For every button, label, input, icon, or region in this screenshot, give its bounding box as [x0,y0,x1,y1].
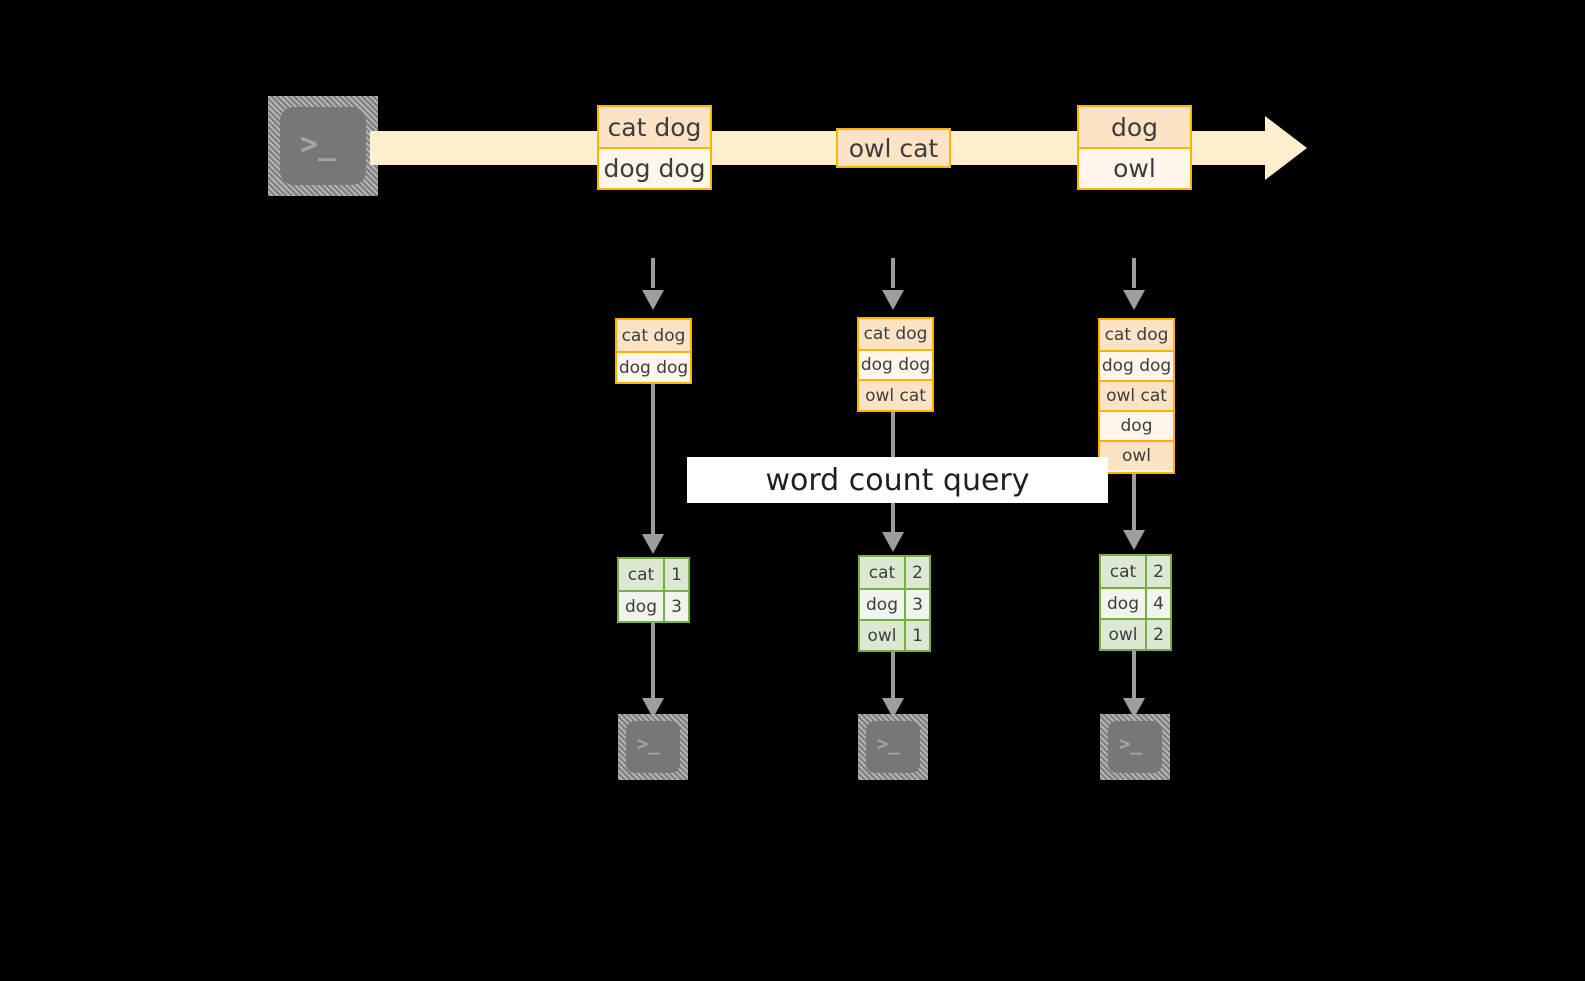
stream-event-1-line-2: dog dog [599,147,710,188]
column-3-input-line-3: owl cat [1100,380,1173,410]
column-1-result-word-1: cat [627,564,655,585]
column-1-query-arrowhead [642,534,664,554]
table-row: cat 2 [1101,556,1170,587]
column-1-result-count-2: 3 [663,592,688,621]
column-3-result-count-1: 2 [1145,556,1170,587]
stream-arrowhead [1265,116,1307,180]
stream-band-segment-2 [706,131,838,165]
column-3-feed-arrowhead [1123,290,1145,310]
terminal-body [626,721,680,773]
column-2-input-line-1: cat dog [859,319,932,349]
column-3-result-word-3: owl [1108,624,1138,645]
terminal-prompt-glyph: >_ [877,733,900,755]
column-1-result-table: cat 1 dog 3 [617,557,690,623]
column-2-result-count-3: 1 [904,621,929,650]
stream-band-segment-1 [370,131,602,165]
column-3-input-line-4: dog [1100,410,1173,440]
stream-event-1-line-1: cat dog [599,107,710,147]
column-1-result-count-1: 1 [663,559,688,590]
column-2-result-table: cat 2 dog 3 owl 1 [858,555,931,652]
terminal-body [1108,721,1162,773]
column-2-sink-line [891,652,895,698]
column-2-input-box: cat dog dog dog owl cat [857,317,934,412]
terminal-body [280,107,366,185]
terminal-prompt-glyph: >_ [300,127,337,162]
column-1-sink-arrowhead [642,698,664,718]
terminal-prompt-glyph: >_ [1119,733,1142,755]
word-count-query-banner: word count query [687,457,1108,503]
column-3-query-line [1132,474,1136,530]
column-3-feed-dash [1132,258,1136,288]
column-2-result-word-1: cat [868,562,896,583]
column-1-sink-terminal-icon: >_ [618,714,688,780]
column-2-feed-dash [891,258,895,288]
column-2-result-count-1: 2 [904,557,929,588]
stream-event-2: owl cat [836,128,951,168]
column-2-feed-arrowhead [882,290,904,310]
terminal-prompt-glyph: >_ [637,733,660,755]
table-row: dog 4 [1101,587,1170,618]
stream-source-terminal-icon: >_ [268,96,378,196]
column-2-sink-arrowhead [882,698,904,718]
column-2-input-line-3: owl cat [859,379,932,410]
stream-event-2-line-1: owl cat [838,130,949,166]
table-row: cat 2 [860,557,929,588]
column-3-sink-line [1132,651,1136,698]
column-1-feed-arrowhead [642,290,664,310]
column-1-sink-line [651,623,655,698]
column-1-query-line [651,384,655,534]
column-2-sink-terminal-icon: >_ [858,714,928,780]
column-2-result-word-3: owl [867,625,897,646]
column-3-result-count-3: 2 [1145,620,1170,649]
column-3-input-box: cat dog dog dog owl cat dog owl [1098,318,1175,474]
column-3-input-line-5: owl [1100,440,1173,470]
column-1-feed-dash [651,258,655,288]
column-3-query-arrowhead [1123,530,1145,550]
column-1-input-box: cat dog dog dog [615,318,692,384]
table-row: dog 3 [860,588,929,619]
column-2-query-arrowhead [882,532,904,552]
stream-band-segment-3 [950,131,1078,165]
table-row: owl 1 [860,619,929,650]
table-row: owl 2 [1101,618,1170,649]
stream-event-1: cat dog dog dog [597,105,712,190]
column-2-result-word-2: dog [866,594,898,615]
column-1-input-line-1: cat dog [617,320,690,351]
table-row: dog 3 [619,590,688,621]
column-3-input-line-2: dog dog [1100,350,1173,380]
stream-event-3-line-1: dog [1079,107,1190,147]
column-3-result-count-2: 4 [1145,589,1170,618]
column-2-input-line-2: dog dog [859,349,932,379]
column-1-input-line-2: dog dog [617,351,690,382]
column-3-input-line-1: cat dog [1100,320,1173,350]
terminal-body [866,721,920,773]
column-1-result-word-2: dog [625,596,657,617]
column-2-result-count-2: 3 [904,590,929,619]
stream-event-3-line-2: owl [1079,147,1190,188]
stream-event-3: dog owl [1077,105,1192,190]
stream-band-segment-4 [1192,131,1265,165]
table-row: cat 1 [619,559,688,590]
column-3-result-word-2: dog [1107,593,1139,614]
column-3-result-word-1: cat [1109,561,1137,582]
column-3-sink-terminal-icon: >_ [1100,714,1170,780]
column-3-result-table: cat 2 dog 4 owl 2 [1099,554,1172,651]
column-3-sink-arrowhead [1123,698,1145,718]
